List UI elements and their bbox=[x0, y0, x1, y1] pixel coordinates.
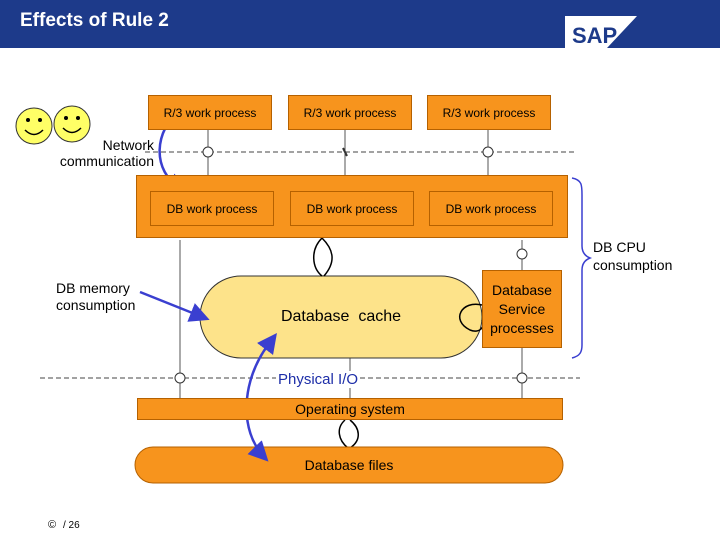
physical-io-label: Physical I/O bbox=[276, 371, 361, 388]
page-number: / 26 bbox=[63, 520, 80, 531]
db-work-process-3: DB work process bbox=[429, 191, 553, 226]
database-service-box: Database Service processes bbox=[482, 270, 562, 348]
cpu-brace bbox=[571, 177, 593, 359]
operating-system-bar: Operating system bbox=[137, 398, 563, 420]
db-cpu-label: DB CPU consumption bbox=[593, 239, 673, 273]
memory-arrow bbox=[139, 290, 210, 322]
db-memory-label: DB memory consumption bbox=[56, 280, 136, 313]
user-smiley-icon bbox=[15, 107, 53, 145]
copyright-icon: © bbox=[48, 519, 57, 531]
database-cache-label: Database cache bbox=[280, 308, 402, 325]
db-work-process-1: DB work process bbox=[150, 191, 274, 226]
page-title: Effects of Rule 2 bbox=[20, 10, 169, 31]
network-label: Network communication bbox=[59, 137, 154, 169]
r3-work-process-1: R/3 work process bbox=[148, 95, 272, 130]
r3-work-process-2: R/3 work process bbox=[288, 95, 412, 130]
r3-work-process-3: R/3 work process bbox=[427, 95, 551, 130]
db-work-process-2: DB work process bbox=[290, 191, 414, 226]
sap-logo: SAP bbox=[565, 16, 637, 48]
sap-logo-text: SAP bbox=[572, 23, 617, 48]
database-files-shape bbox=[134, 446, 564, 484]
user-smiley-icon bbox=[53, 105, 91, 143]
database-files-label: Database files bbox=[304, 457, 394, 473]
